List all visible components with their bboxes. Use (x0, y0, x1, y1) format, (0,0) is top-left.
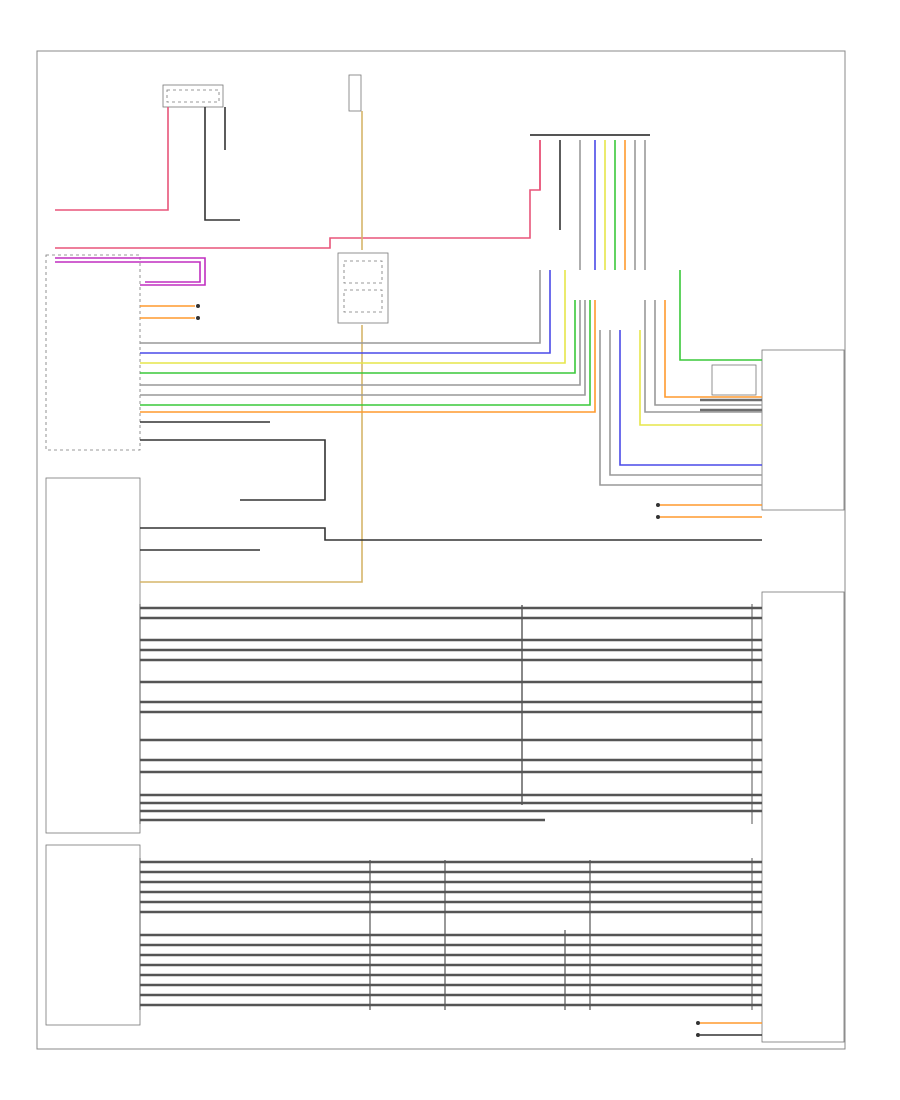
wire-green-right (679, 270, 762, 361)
wire-gray-3 (140, 300, 586, 396)
wire-magenta-1 (55, 257, 206, 286)
fuse-box-top-left (162, 84, 224, 108)
wire-black-long (140, 527, 762, 541)
relay-inner-1 (343, 260, 383, 284)
wire-yellow-right (639, 330, 762, 426)
connector-dots (196, 304, 700, 1037)
relay-block-center (337, 252, 389, 324)
wire-orange-3 (140, 300, 596, 413)
fuse-box-top-left-inner (166, 89, 220, 103)
wire-gray-right-1 (654, 300, 762, 406)
wire-blue-right (619, 330, 762, 466)
wire-gray-2 (140, 300, 581, 386)
wire-gray-right-3 (609, 330, 762, 476)
wire-blue-1 (140, 270, 551, 354)
wire-yellow-1 (140, 270, 566, 364)
diagram-frame (36, 50, 846, 1050)
wire-gray-right-2 (644, 300, 762, 413)
wire-orange-right (664, 300, 762, 398)
module-box-left-lower (45, 844, 141, 1026)
wire-gray-1 (140, 270, 541, 344)
wire-red-top (55, 140, 541, 249)
fuse-top-center (348, 74, 362, 112)
wire-magenta-2 (55, 261, 201, 283)
module-box-right (761, 349, 845, 511)
module-box-right-lower (761, 591, 845, 1043)
wire-bus-right (700, 398, 762, 412)
wire-green-1 (140, 300, 576, 374)
module-inner-right-a (711, 364, 757, 396)
wire-pink-vertical (55, 107, 169, 211)
wire-black-3 (140, 439, 326, 501)
module-box-left-upper (45, 254, 141, 451)
wire-black-from-fuse (204, 107, 240, 221)
relay-inner-2 (343, 289, 383, 313)
module-box-left-mid (45, 477, 141, 834)
wire-tan-vertical (140, 111, 363, 583)
wire-gray-right-4 (599, 330, 762, 486)
wire-green-2 (140, 300, 591, 406)
